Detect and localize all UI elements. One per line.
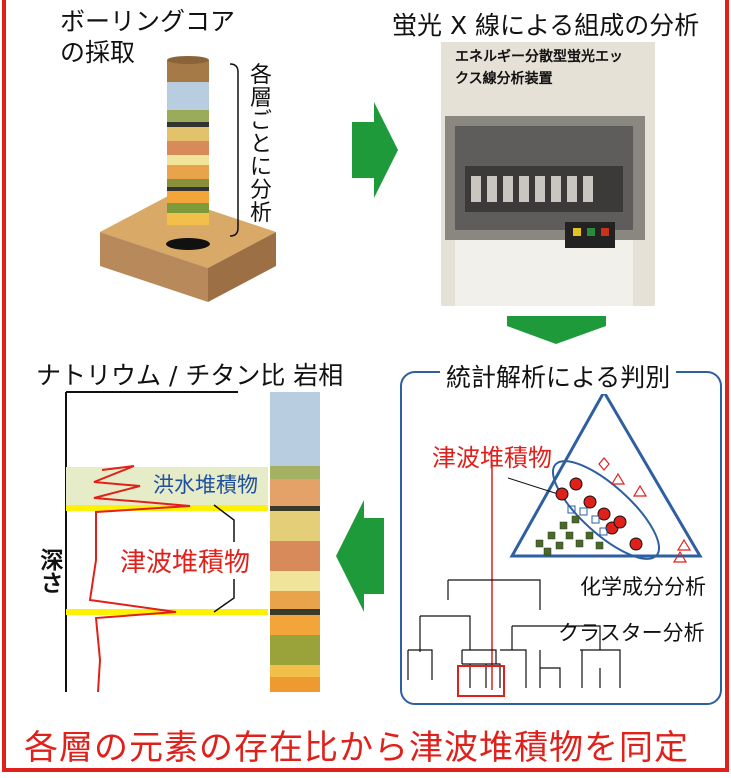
dendrogram (407, 579, 621, 688)
ratio-title: ナトリウム / チタン比 岩相 (36, 361, 344, 390)
layer-bracket (229, 63, 239, 237)
tsunami-deposit-label-stats: 津波堆積物 (432, 444, 552, 472)
ground-right (208, 232, 276, 302)
chemical-analysis-label: 化学成分分析 (580, 575, 706, 599)
cluster-analysis-label: クラスター分析 (558, 621, 705, 645)
arrow-left (336, 500, 384, 612)
flood-deposit-label: 洪水堆積物 (153, 473, 258, 497)
stats-title: 統計解析による判別 (440, 358, 677, 394)
stats-panel (400, 371, 722, 705)
core-title-line2: の採取 (60, 38, 136, 67)
ratio-profile (65, 391, 320, 693)
ternary-triangle (509, 388, 703, 558)
xrf-photo-art (441, 42, 655, 306)
core-title-line1: ボーリングコア (60, 7, 236, 36)
ground-left (100, 232, 208, 302)
arrow-down (507, 316, 606, 344)
layer-analysis-label: 各層ごとに分析 (250, 63, 273, 226)
core-title: ボーリングコア の採取 (60, 6, 235, 68)
bore-hole (166, 238, 210, 250)
bottom-caption: 各層の元素の存在比から津波堆積物を同定 (24, 728, 689, 768)
arrow-right (352, 102, 398, 198)
xrf-title: 蛍光 X 線による組成の分析 (392, 11, 700, 40)
depth-label: 深さ (36, 548, 62, 594)
xrf-apparatus-photo: エネルギー分散型蛍光エックス線分析装置 (441, 42, 655, 306)
boring-core-illustration (100, 56, 276, 302)
ratio-curve (88, 465, 191, 693)
ground-top (100, 196, 276, 268)
tsunami-deposit-label-profile: 津波堆積物 (120, 542, 251, 579)
cluster-highlight (457, 665, 505, 697)
xrf-photo-label: エネルギー分散型蛍光エックス線分析装置 (455, 49, 623, 87)
